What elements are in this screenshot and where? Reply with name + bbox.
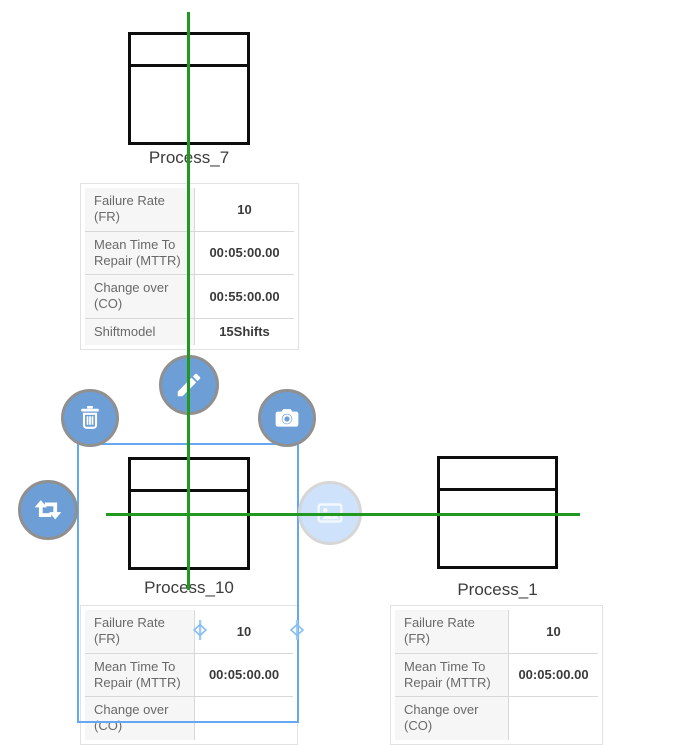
attribute-value[interactable]: 00:05:00.00 [195,653,293,696]
attribute-value[interactable]: 10 [195,610,293,653]
table-row: Shiftmodel 15Shifts [85,318,294,345]
table-row: Failure Rate (FR) 10 [85,610,293,654]
attribute-value[interactable]: 10 [195,188,294,231]
node-divider [440,488,555,491]
table-row: Mean Time To Repair (MTTR) 00:05:00.00 [85,231,294,275]
delete-button[interactable] [61,389,119,447]
vertical-alignment-guide [187,12,190,590]
table-row: Failure Rate (FR) 10 [85,188,294,232]
attribute-label: Failure Rate (FR) [85,610,195,653]
camera-icon [272,403,302,433]
snapshot-button[interactable] [258,389,316,447]
attribute-label: Change over (CO) [85,275,195,318]
resize-handle-left[interactable] [192,620,208,645]
process1-attribute-table: Failure Rate (FR) 10 Mean Time To Repair… [390,605,603,745]
swap-icon [32,494,64,526]
process1-label: Process_1 [457,580,538,599]
attribute-label: Failure Rate (FR) [395,610,509,653]
attribute-label: Change over (CO) [395,697,509,740]
table-row: Mean Time To Repair (MTTR) 00:05:00.00 [395,653,598,697]
attribute-value[interactable]: 10 [509,610,598,653]
process1-node[interactable] [437,456,558,569]
attribute-label: Shiftmodel [85,318,195,345]
resize-handle-right[interactable] [289,620,305,645]
table-row: Mean Time To Repair (MTTR) 00:05:00.00 [85,653,293,697]
swap-button[interactable] [18,480,78,540]
table-row: Change over (CO) 00:55:00.00 [85,275,294,319]
attribute-value[interactable]: 00:05:00.00 [195,231,294,274]
attribute-label: Mean Time To Repair (MTTR) [85,653,195,696]
attribute-label: Mean Time To Repair (MTTR) [85,231,195,274]
attribute-value[interactable] [509,697,598,740]
attribute-value[interactable]: 00:05:00.00 [509,653,598,696]
horizontal-alignment-guide [106,513,580,516]
table-row: Change over (CO) [395,697,598,740]
attribute-label: Mean Time To Repair (MTTR) [395,653,509,696]
attribute-value[interactable]: 15Shifts [195,318,294,345]
attribute-value[interactable]: 00:55:00.00 [195,275,294,318]
trash-icon [75,403,105,433]
table-row: Failure Rate (FR) 10 [395,610,598,654]
attribute-label: Failure Rate (FR) [85,188,195,231]
